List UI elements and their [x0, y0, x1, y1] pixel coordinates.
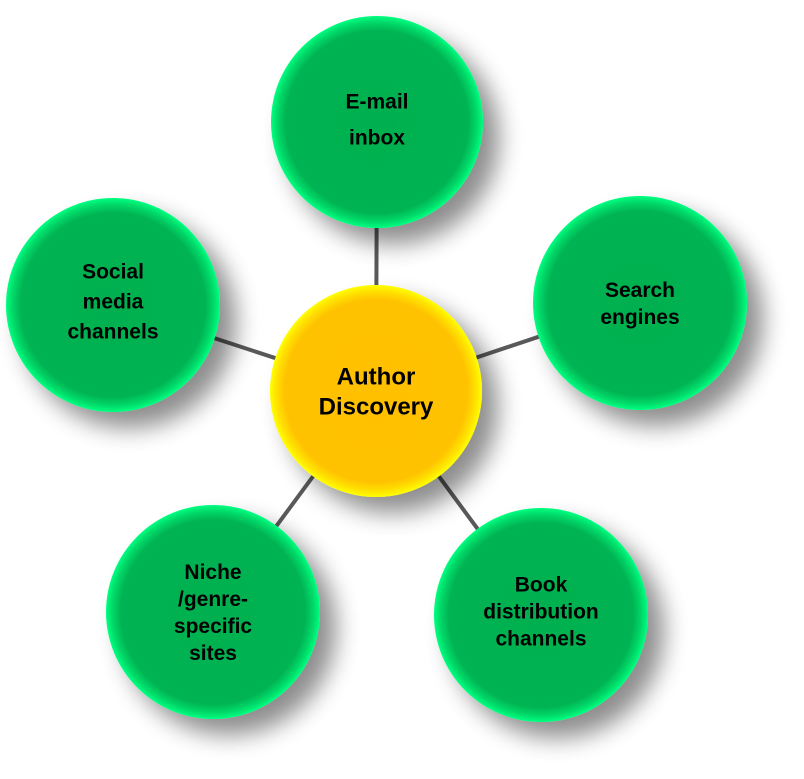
node-social-label-line: Social — [82, 261, 144, 284]
node-niche-label-line: /genre- — [178, 588, 248, 611]
node-book-label-line: distribution — [483, 601, 598, 624]
node-social-label-line: media — [83, 291, 144, 314]
connector-book — [436, 473, 481, 532]
node-email-circle — [271, 16, 483, 228]
node-social-circle — [6, 198, 220, 412]
center-node-label-line: Discovery — [319, 394, 434, 421]
center-node-circle — [270, 285, 482, 497]
connector-search — [474, 334, 542, 361]
node-niche-circle — [106, 505, 320, 719]
node-book: Book distribution channels — [434, 508, 648, 722]
node-niche-label-line: sites — [189, 642, 237, 665]
connector-niche — [273, 473, 316, 529]
node-email-label-line: inbox — [349, 127, 405, 150]
node-niche: Niche/genre-specific sites — [106, 505, 320, 719]
node-social-label-line: channels — [67, 321, 158, 344]
node-book-circle — [434, 508, 648, 722]
node-niche-label-line: Niche — [184, 561, 241, 584]
node-book-label-line: Book — [515, 574, 568, 597]
node-search-label-line: engines — [600, 306, 679, 329]
node-niche-label-line: specific — [174, 615, 253, 638]
node-email: E-mail inbox — [271, 16, 483, 228]
node-social: Social media channels — [6, 198, 220, 412]
node-book-label-line: channels — [495, 628, 586, 651]
center-node-label-line: Author — [337, 364, 416, 391]
node-search: Search engines — [533, 196, 747, 410]
node-email-label-line: E-mail — [345, 91, 408, 114]
node-search-label-line: Search — [605, 279, 675, 302]
connector-social — [212, 335, 278, 361]
node-search-circle — [533, 196, 747, 410]
connectors — [212, 225, 542, 532]
